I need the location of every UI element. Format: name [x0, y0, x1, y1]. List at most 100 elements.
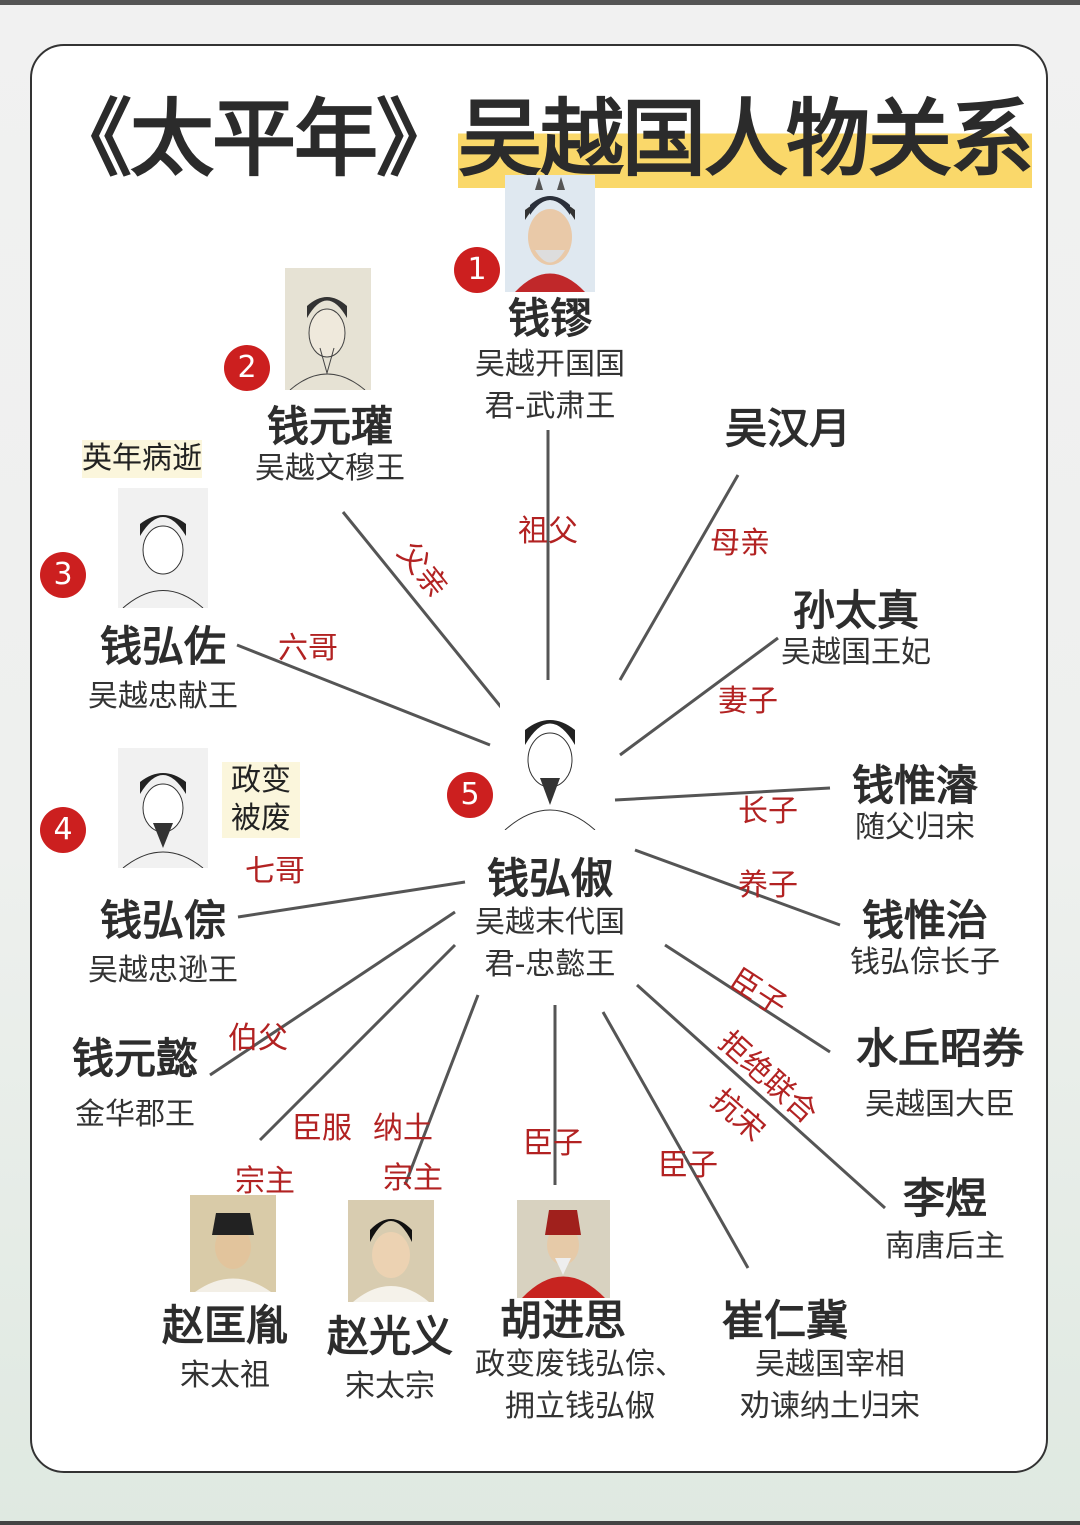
line-eldest-son — [614, 786, 831, 802]
name: 赵光义 — [326, 1312, 454, 1361]
name: 孙太真 — [792, 586, 919, 635]
person-shuiqiu: 水丘昭券吴越国大臣 — [856, 1028, 1024, 1126]
name: 钱弘佐 — [99, 622, 226, 671]
note-coup: 政变 — [231, 763, 291, 798]
portrait-zhaoguangyi — [348, 1200, 434, 1302]
person-liyu: 李煜南唐后主 — [885, 1178, 1005, 1268]
rel-suzerain-zhaokuangyin: 宗主 — [235, 1164, 295, 1199]
person-suntaizhen: 孙太真吴越国王妃 — [781, 590, 931, 674]
portrait-hujinsi — [517, 1200, 610, 1298]
rel-minister-hujinsi: 臣子 — [523, 1126, 583, 1161]
title-line1: 吴越开国国 — [475, 347, 625, 382]
bottom-bar — [0, 1521, 1080, 1525]
title-line2: 君-忠懿王 — [484, 947, 616, 982]
title: 宋太宗 — [344, 1369, 435, 1404]
note-deposed: 被废 — [231, 801, 291, 836]
name: 胡进思 — [499, 1296, 626, 1345]
badge-4: 4 — [40, 807, 86, 853]
name: 钱元瓘 — [266, 402, 393, 451]
description-line1: 政变废钱弘倧、 — [475, 1347, 685, 1382]
name: 水丘昭券 — [855, 1024, 1025, 1073]
person-qianyuanyi: 钱元懿金华郡王 — [72, 1038, 198, 1136]
line-mother — [618, 474, 740, 681]
note-died-young: 英年病逝 — [82, 440, 202, 478]
portrait-zhaokuangyin — [190, 1195, 276, 1292]
title: 金华郡王 — [74, 1097, 195, 1132]
rel-sixth-brother: 六哥 — [278, 631, 338, 666]
person-qianweijun: 钱惟濬随父归宋 — [852, 765, 978, 849]
name: 钱惟治 — [861, 896, 988, 945]
line-zhaoguangyi — [403, 994, 480, 1186]
title: 随父归宋 — [854, 810, 975, 845]
name: 钱元懿 — [71, 1034, 199, 1083]
person-wuhanyue: 吴汉月 — [725, 408, 851, 450]
top-bar — [0, 0, 1080, 5]
rel-seventh-brother: 七哥 — [245, 854, 305, 889]
title-subject: 吴越国人物关系 — [458, 89, 1034, 188]
person-qianliu: 钱镠吴越开国国君-武肃王 — [475, 298, 625, 428]
line-zhaokuangyin — [258, 943, 457, 1142]
title: 吴越忠献王 — [88, 679, 238, 714]
title: 钱弘倧长子 — [850, 945, 1000, 980]
person-qianhongzuo: 钱弘佐吴越忠献王 — [88, 626, 238, 718]
rel-wife: 妻子 — [718, 684, 778, 719]
name: 吴汉月 — [724, 404, 852, 453]
rel-eldest-son: 长子 — [738, 794, 798, 829]
title: 吴越国大臣 — [864, 1087, 1015, 1122]
portrait-qianyuanguan — [285, 268, 371, 390]
person-qianhongchu: 钱弘俶吴越末代国君-忠懿王 — [475, 858, 625, 986]
badge-1: 1 — [454, 247, 500, 293]
person-hujinsi: 胡进思政变废钱弘倧、拥立钱弘俶 — [475, 1300, 685, 1428]
rel-grandfather: 祖父 — [518, 514, 578, 549]
person-qianweizhi: 钱惟治钱弘倧长子 — [850, 900, 1000, 984]
portrait-qianliu — [505, 175, 595, 292]
line-cuirenji — [601, 1011, 750, 1269]
rel-mother: 母亲 — [710, 526, 770, 561]
title: 南唐后主 — [885, 1229, 1005, 1264]
name: 钱惟濬 — [851, 761, 979, 810]
title-drama: 《太平年》 — [47, 89, 460, 188]
description-line2: 拥立钱弘俶 — [505, 1389, 655, 1424]
description-line1: 吴越国宰相 — [755, 1347, 905, 1382]
title: 吴越国王妃 — [781, 635, 931, 670]
person-cuirenji: 崔仁冀吴越国宰相劝谏纳土归宋 — [722, 1300, 920, 1428]
line-uncle — [209, 910, 456, 1077]
description-line2: 劝谏纳土归宋 — [740, 1389, 920, 1424]
rel-nadu: 纳土 — [373, 1111, 433, 1146]
line-seventh-brother — [237, 880, 466, 919]
rel-minister-cuirenji: 臣子 — [658, 1148, 718, 1183]
line-liyu — [635, 983, 887, 1210]
person-qianhongzong: 钱弘倧吴越忠逊王 — [88, 900, 238, 992]
note-coup-deposed: 政变被废 — [222, 762, 300, 838]
title-line2: 君-武肃王 — [484, 389, 616, 424]
badge-2: 2 — [224, 345, 270, 391]
rel-uncle: 伯父 — [228, 1021, 288, 1056]
name: 崔仁冀 — [721, 1296, 848, 1345]
line-father — [341, 511, 507, 713]
title: 宋太祖 — [179, 1358, 270, 1393]
person-qianyuanguan: 钱元瓘吴越文穆王 — [255, 406, 405, 490]
portrait-qianhongzuo — [118, 488, 208, 608]
name: 钱镠 — [507, 294, 592, 343]
person-zhaokuangyin: 赵匡胤宋太祖 — [162, 1305, 288, 1397]
portrait-qianhongzong — [118, 748, 208, 868]
line-minister-shuiqiu — [664, 943, 831, 1054]
badge-5: 5 — [447, 772, 493, 818]
title: 吴越文穆王 — [255, 451, 405, 486]
rel-adopted-son: 养子 — [738, 868, 798, 903]
person-zhaoguangyi: 赵光义宋太宗 — [327, 1316, 453, 1408]
line-wife — [619, 636, 779, 757]
name: 李煜 — [902, 1174, 987, 1223]
name: 赵匡胤 — [161, 1301, 289, 1350]
title-line1: 吴越末代国 — [475, 905, 625, 940]
rel-suzerain-zhaoguangyi: 宗主 — [383, 1161, 443, 1196]
name: 钱弘俶 — [486, 854, 613, 903]
badge-3: 3 — [40, 552, 86, 598]
line-sixth-brother — [236, 643, 491, 747]
name: 钱弘倧 — [99, 896, 226, 945]
line-adopted-son — [634, 848, 841, 927]
title: 吴越忠逊王 — [88, 953, 238, 988]
portrait-qianhongchu — [500, 690, 600, 830]
page-title: 《太平年》吴越国人物关系 — [0, 72, 1080, 193]
